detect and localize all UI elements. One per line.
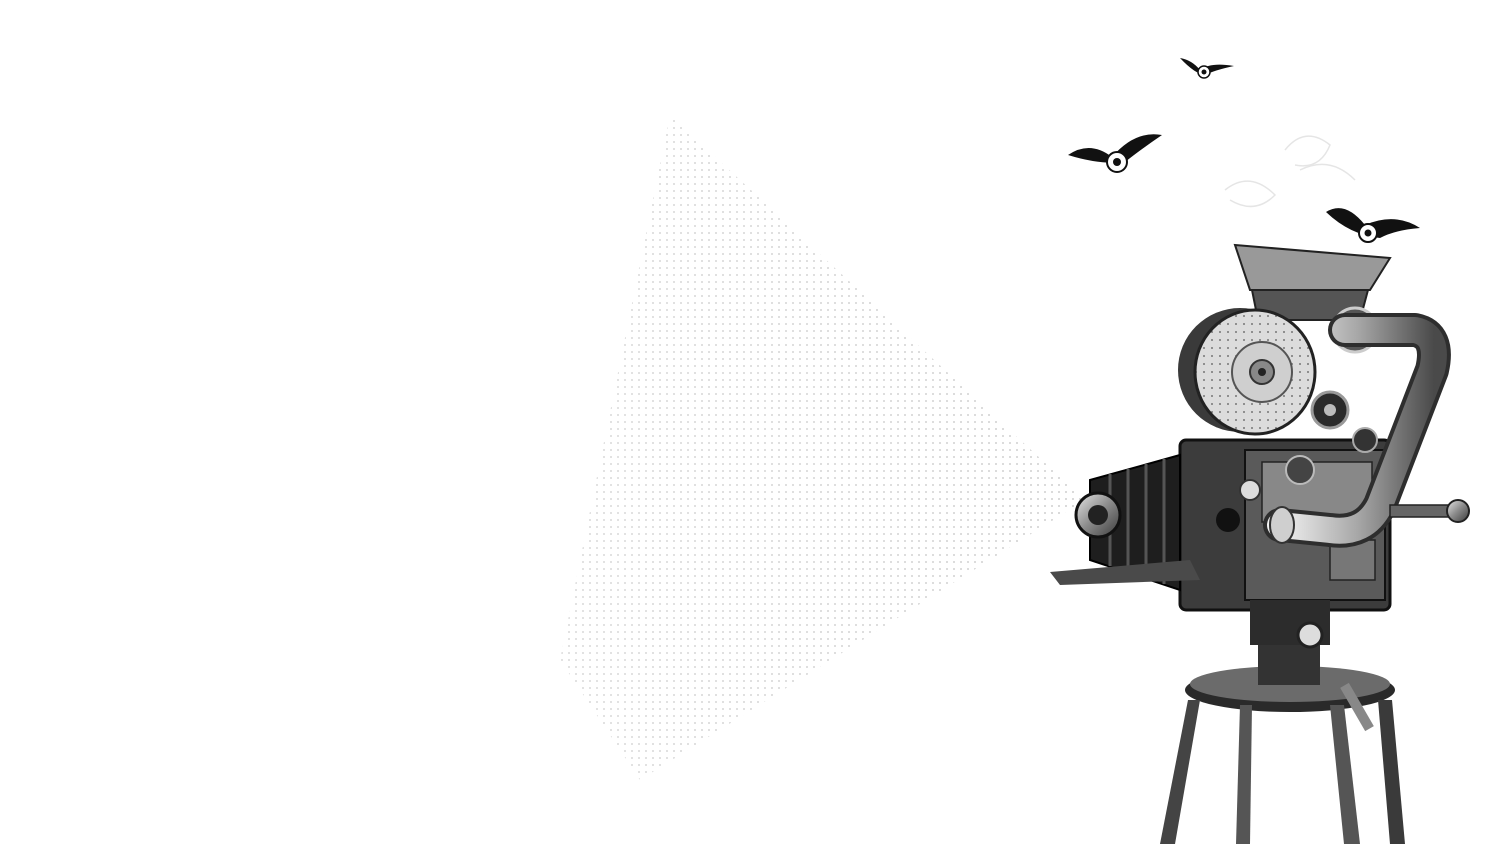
film-reel [1178, 308, 1317, 436]
flying-eyeball-bird-icon [1068, 134, 1162, 173]
movie-projector-camera [1050, 243, 1470, 649]
flying-eyeball-bird-icon [1180, 58, 1234, 79]
light-beam [560, 115, 1085, 780]
flying-eyeball-bird-icon [1326, 208, 1420, 243]
tripod-stand [1160, 640, 1405, 844]
sketch-doodle [1224, 135, 1356, 208]
